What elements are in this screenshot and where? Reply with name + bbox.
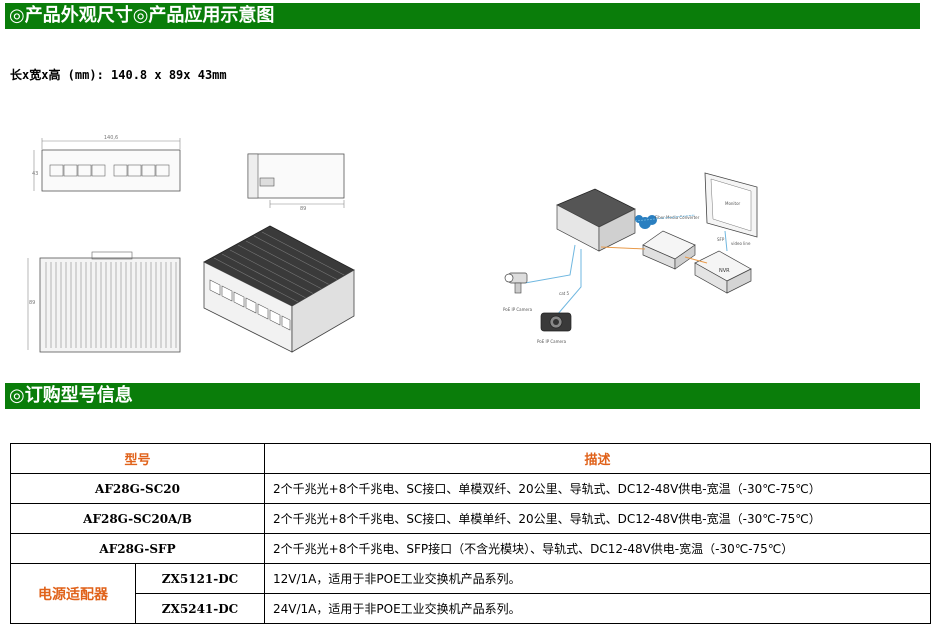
isometric-view-drawing (203, 225, 355, 353)
section-header-ordering: ◎订购型号信息 (5, 383, 920, 409)
front-height-label: 43 (32, 171, 38, 177)
front-width-label: 140,6 (104, 135, 118, 141)
description-cell: 12V/1A，适用于非POE工业交换机产品系列。 (264, 563, 932, 594)
side-view-drawing: 89 (247, 153, 345, 212)
cable-label-1: cat 5 (559, 291, 569, 296)
table-row: ZX5241-DC 24V/1A，适用于非POE工业交换机产品系列。 (11, 593, 932, 624)
camera1-label: PoE IP Camera (503, 307, 533, 312)
description-cell: 2个千兆光+8个千兆电、SFP接口（不含光模块）、导轨式、DC12-48V供电-… (264, 533, 932, 564)
fiber-label: SFP (717, 237, 725, 242)
iso-ports (209, 279, 291, 331)
model-cell: ZX5241-DC (134, 593, 266, 624)
table-row: AF28G-SC20A/B 2个千兆光+8个千兆电、SC接口、单模单纤、20公里… (9, 503, 932, 534)
order-table: 型号 描述 AF28G-SC20 2个千兆光+8个千兆电、SC接口、单模双纤、2… (9, 443, 932, 624)
table-row: AF28G-SFP 2个千兆光+8个千兆电、SFP接口（不含光模块）、导轨式、D… (9, 533, 932, 564)
model-cell: AF28G-SFP (9, 533, 266, 564)
camera2-label: PoE IP Camera (537, 339, 567, 344)
heatsink-fins (45, 262, 177, 348)
description-cell: 2个千兆光+8个千兆电、SC接口、单模单纤、20公里、导轨式、DC12-48V供… (264, 503, 932, 534)
switch-icon (556, 188, 636, 252)
side-depth-label: 89 (300, 206, 306, 212)
nvr-label: NVR (719, 268, 730, 274)
application-diagram: Fiber Media Converter Monitor NVR cat 5 … (503, 172, 758, 344)
header-description: 描述 (264, 443, 932, 474)
model-cell: ZX5121-DC (134, 563, 266, 594)
front-view-drawing: 140,6 43 (32, 135, 181, 192)
nvr-icon (694, 250, 752, 294)
top-view-drawing: 89 (27, 251, 181, 353)
monitor-icon (704, 172, 758, 238)
converter-label: Fiber Media Converter (655, 215, 700, 220)
table-header-row: 型号 描述 (9, 443, 932, 474)
cable-label-2: video line (731, 241, 751, 246)
table-row: 电源适配器 ZX5121-DC 12V/1A，适用于非POE工业交换机产品系列。 (10, 563, 932, 624)
monitor-label: Monitor (725, 201, 741, 206)
fiber-cloud-icon (635, 215, 657, 229)
description-cell: 24V/1A，适用于非POE工业交换机产品系列。 (264, 593, 932, 624)
top-depth-label: 89 (29, 300, 35, 306)
media-converter-icon (642, 230, 696, 270)
model-cell: AF28G-SC20A/B (9, 503, 266, 534)
power-adapter-label: 电源适配器 (10, 563, 136, 624)
header-model: 型号 (9, 443, 266, 474)
model-cell: AF28G-SC20 (9, 473, 266, 504)
table-row: AF28G-SC20 2个千兆光+8个千兆电、SC接口、单模双纤、20公里、导轨… (9, 473, 932, 504)
dslr-camera-icon (540, 312, 572, 332)
ip-camera-icon (504, 272, 528, 294)
front-ports (49, 164, 170, 177)
section-header-appearance: ◎产品外观尺寸◎产品应用示意图 (5, 3, 920, 29)
description-cell: 2个千兆光+8个千兆电、SC接口、单模双纤、20公里、导轨式、DC12-48V供… (264, 473, 932, 504)
dimensions-text: 长x宽x高 (mm): 140.8 x 89x 43mm (10, 68, 227, 82)
